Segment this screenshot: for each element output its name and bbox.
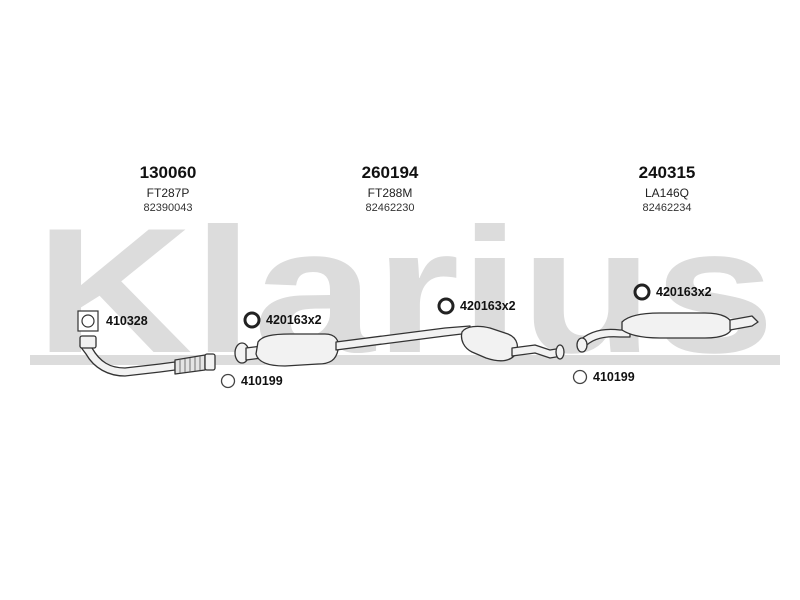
mount-icon-left <box>243 311 261 329</box>
part-code: LA146Q <box>644 186 690 200</box>
ring-icon-left <box>220 373 236 389</box>
gasket-label: 410328 <box>106 314 148 328</box>
watermark-bar <box>30 355 780 365</box>
center-tail-flange <box>555 344 565 360</box>
mount-label-center: 420163x2 <box>460 299 516 313</box>
center-mid-pipe <box>335 325 471 351</box>
ring-icon-right <box>572 369 588 385</box>
ring-label-right: 410199 <box>593 370 635 384</box>
part-front-pipe: 130060 FT287P 82390043 <box>98 163 238 216</box>
gasket-icon-hole <box>81 314 95 328</box>
front-pipe-flange <box>79 335 97 349</box>
part-center-silencer: 260194 FT288M 82462230 <box>320 163 460 216</box>
gasket-icon <box>77 310 99 332</box>
mount-icon-right <box>633 283 651 301</box>
rear-inlet-pipe <box>577 328 631 349</box>
oem-number: 82462230 <box>365 202 415 214</box>
rear-inlet-flange <box>576 337 588 353</box>
part-code: FT287P <box>146 186 190 200</box>
front-pipe-end <box>204 353 216 371</box>
center-silencer-box <box>255 333 340 367</box>
mount-icon-center <box>437 297 455 315</box>
rear-tail-pipe <box>729 315 759 331</box>
watermark-text: Klarius <box>35 191 775 390</box>
center-tail-pipe <box>511 344 563 359</box>
mount-label-left: 420163x2 <box>266 313 322 327</box>
rear-center-box <box>460 325 519 362</box>
rear-silencer-box <box>621 312 733 339</box>
mount-label-right: 420163x2 <box>656 285 712 299</box>
part-rear-silencer: 240315 LA146Q 82462234 <box>597 163 737 216</box>
oem-number: 82462234 <box>642 202 692 214</box>
part-number: 240315 <box>638 163 696 182</box>
part-code: FT288M <box>367 186 413 200</box>
part-number: 260194 <box>361 163 419 182</box>
ring-label-left: 410199 <box>241 374 283 388</box>
oem-number: 82390043 <box>143 202 193 214</box>
part-number: 130060 <box>139 163 197 182</box>
fitting-icons <box>77 283 651 389</box>
